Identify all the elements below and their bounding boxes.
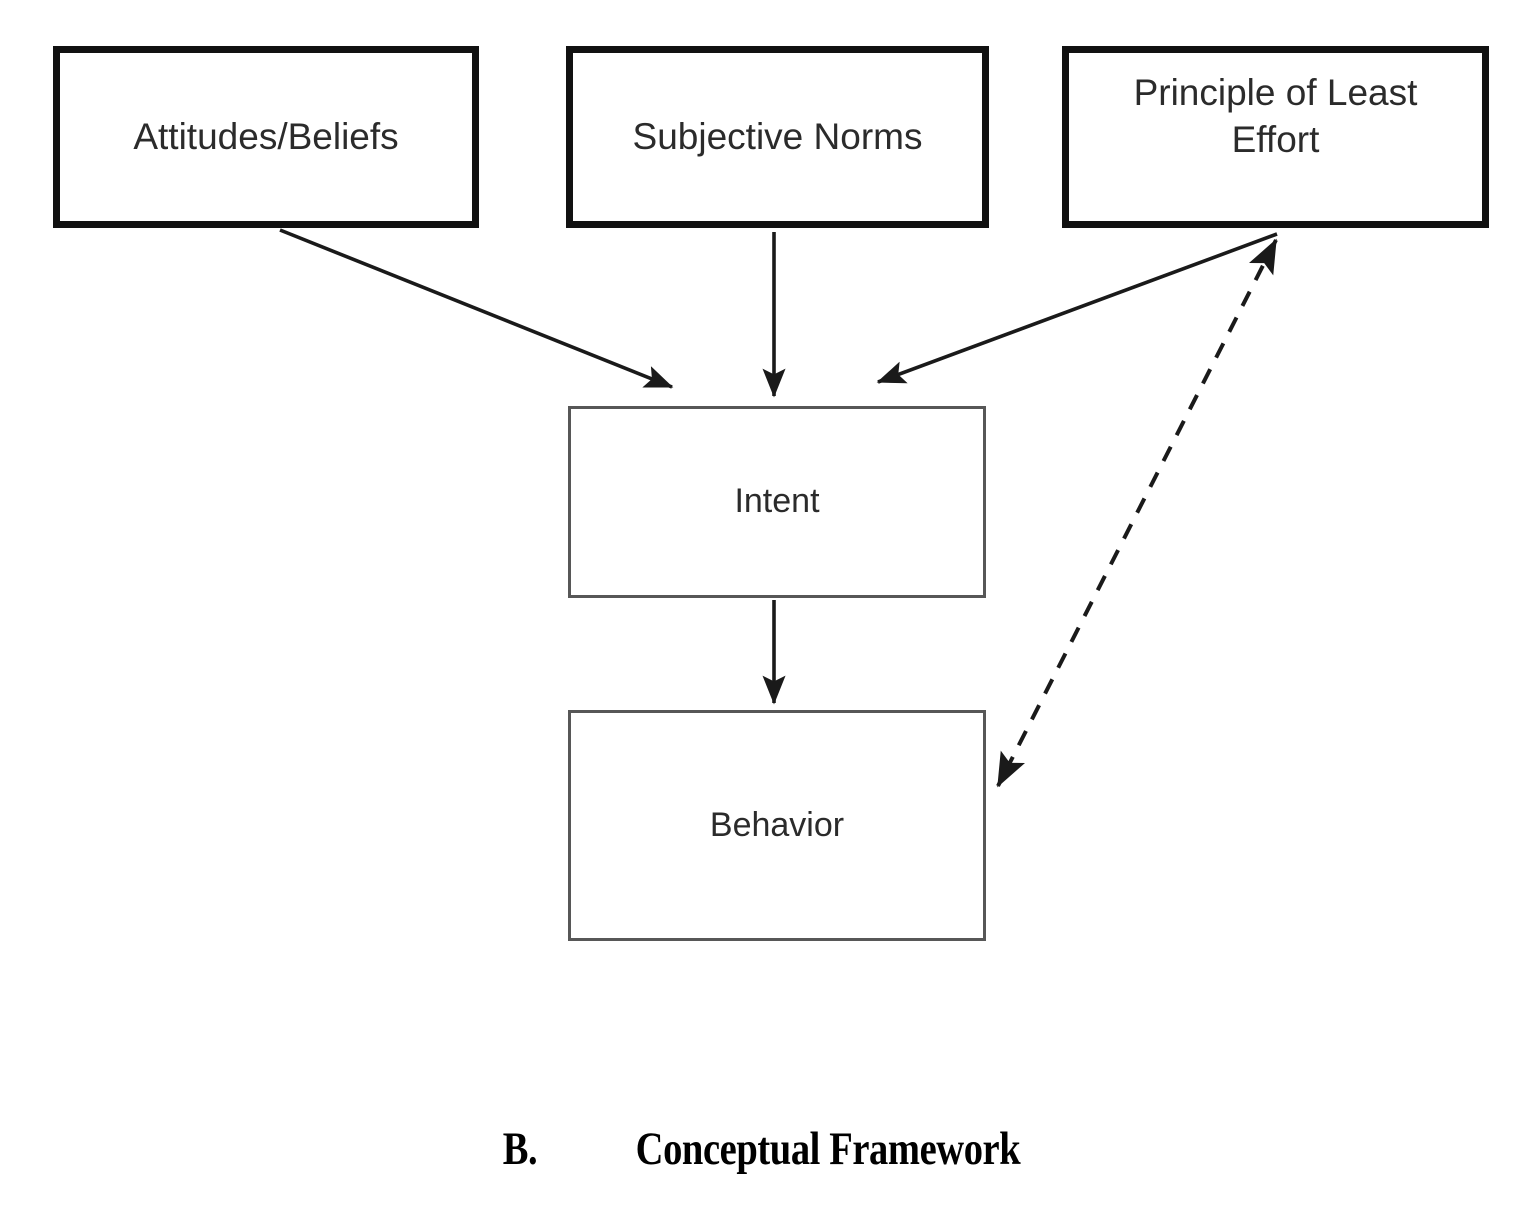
node-principle-of-least-effort[interactable]: Principle of Least Effort	[1062, 46, 1489, 228]
caption-label: B.	[502, 1123, 538, 1175]
edge-attitudes-to-intent	[279, 228, 674, 389]
node-subjective-norms[interactable]: Subjective Norms	[566, 46, 989, 228]
edge-effort-behavior-bidirectional	[996, 238, 1278, 788]
node-attitudes-beliefs-label: Attitudes/Beliefs	[133, 116, 399, 158]
edge-effort-to-intent	[876, 232, 1278, 384]
node-behavior[interactable]: Behavior	[568, 710, 986, 941]
node-attitudes-beliefs[interactable]: Attitudes/Beliefs	[53, 46, 479, 228]
node-behavior-label: Behavior	[709, 805, 845, 844]
node-subjective-norms-label: Subjective Norms	[632, 116, 923, 158]
node-principle-of-least-effort-label: Principle of Least Effort	[1133, 72, 1418, 161]
node-intent-label: Intent	[734, 482, 820, 521]
node-intent[interactable]: Intent	[568, 406, 986, 598]
caption-text: Conceptual Framework	[635, 1123, 1021, 1175]
figure-caption: B. Conceptual Framework	[137, 1122, 1386, 1176]
